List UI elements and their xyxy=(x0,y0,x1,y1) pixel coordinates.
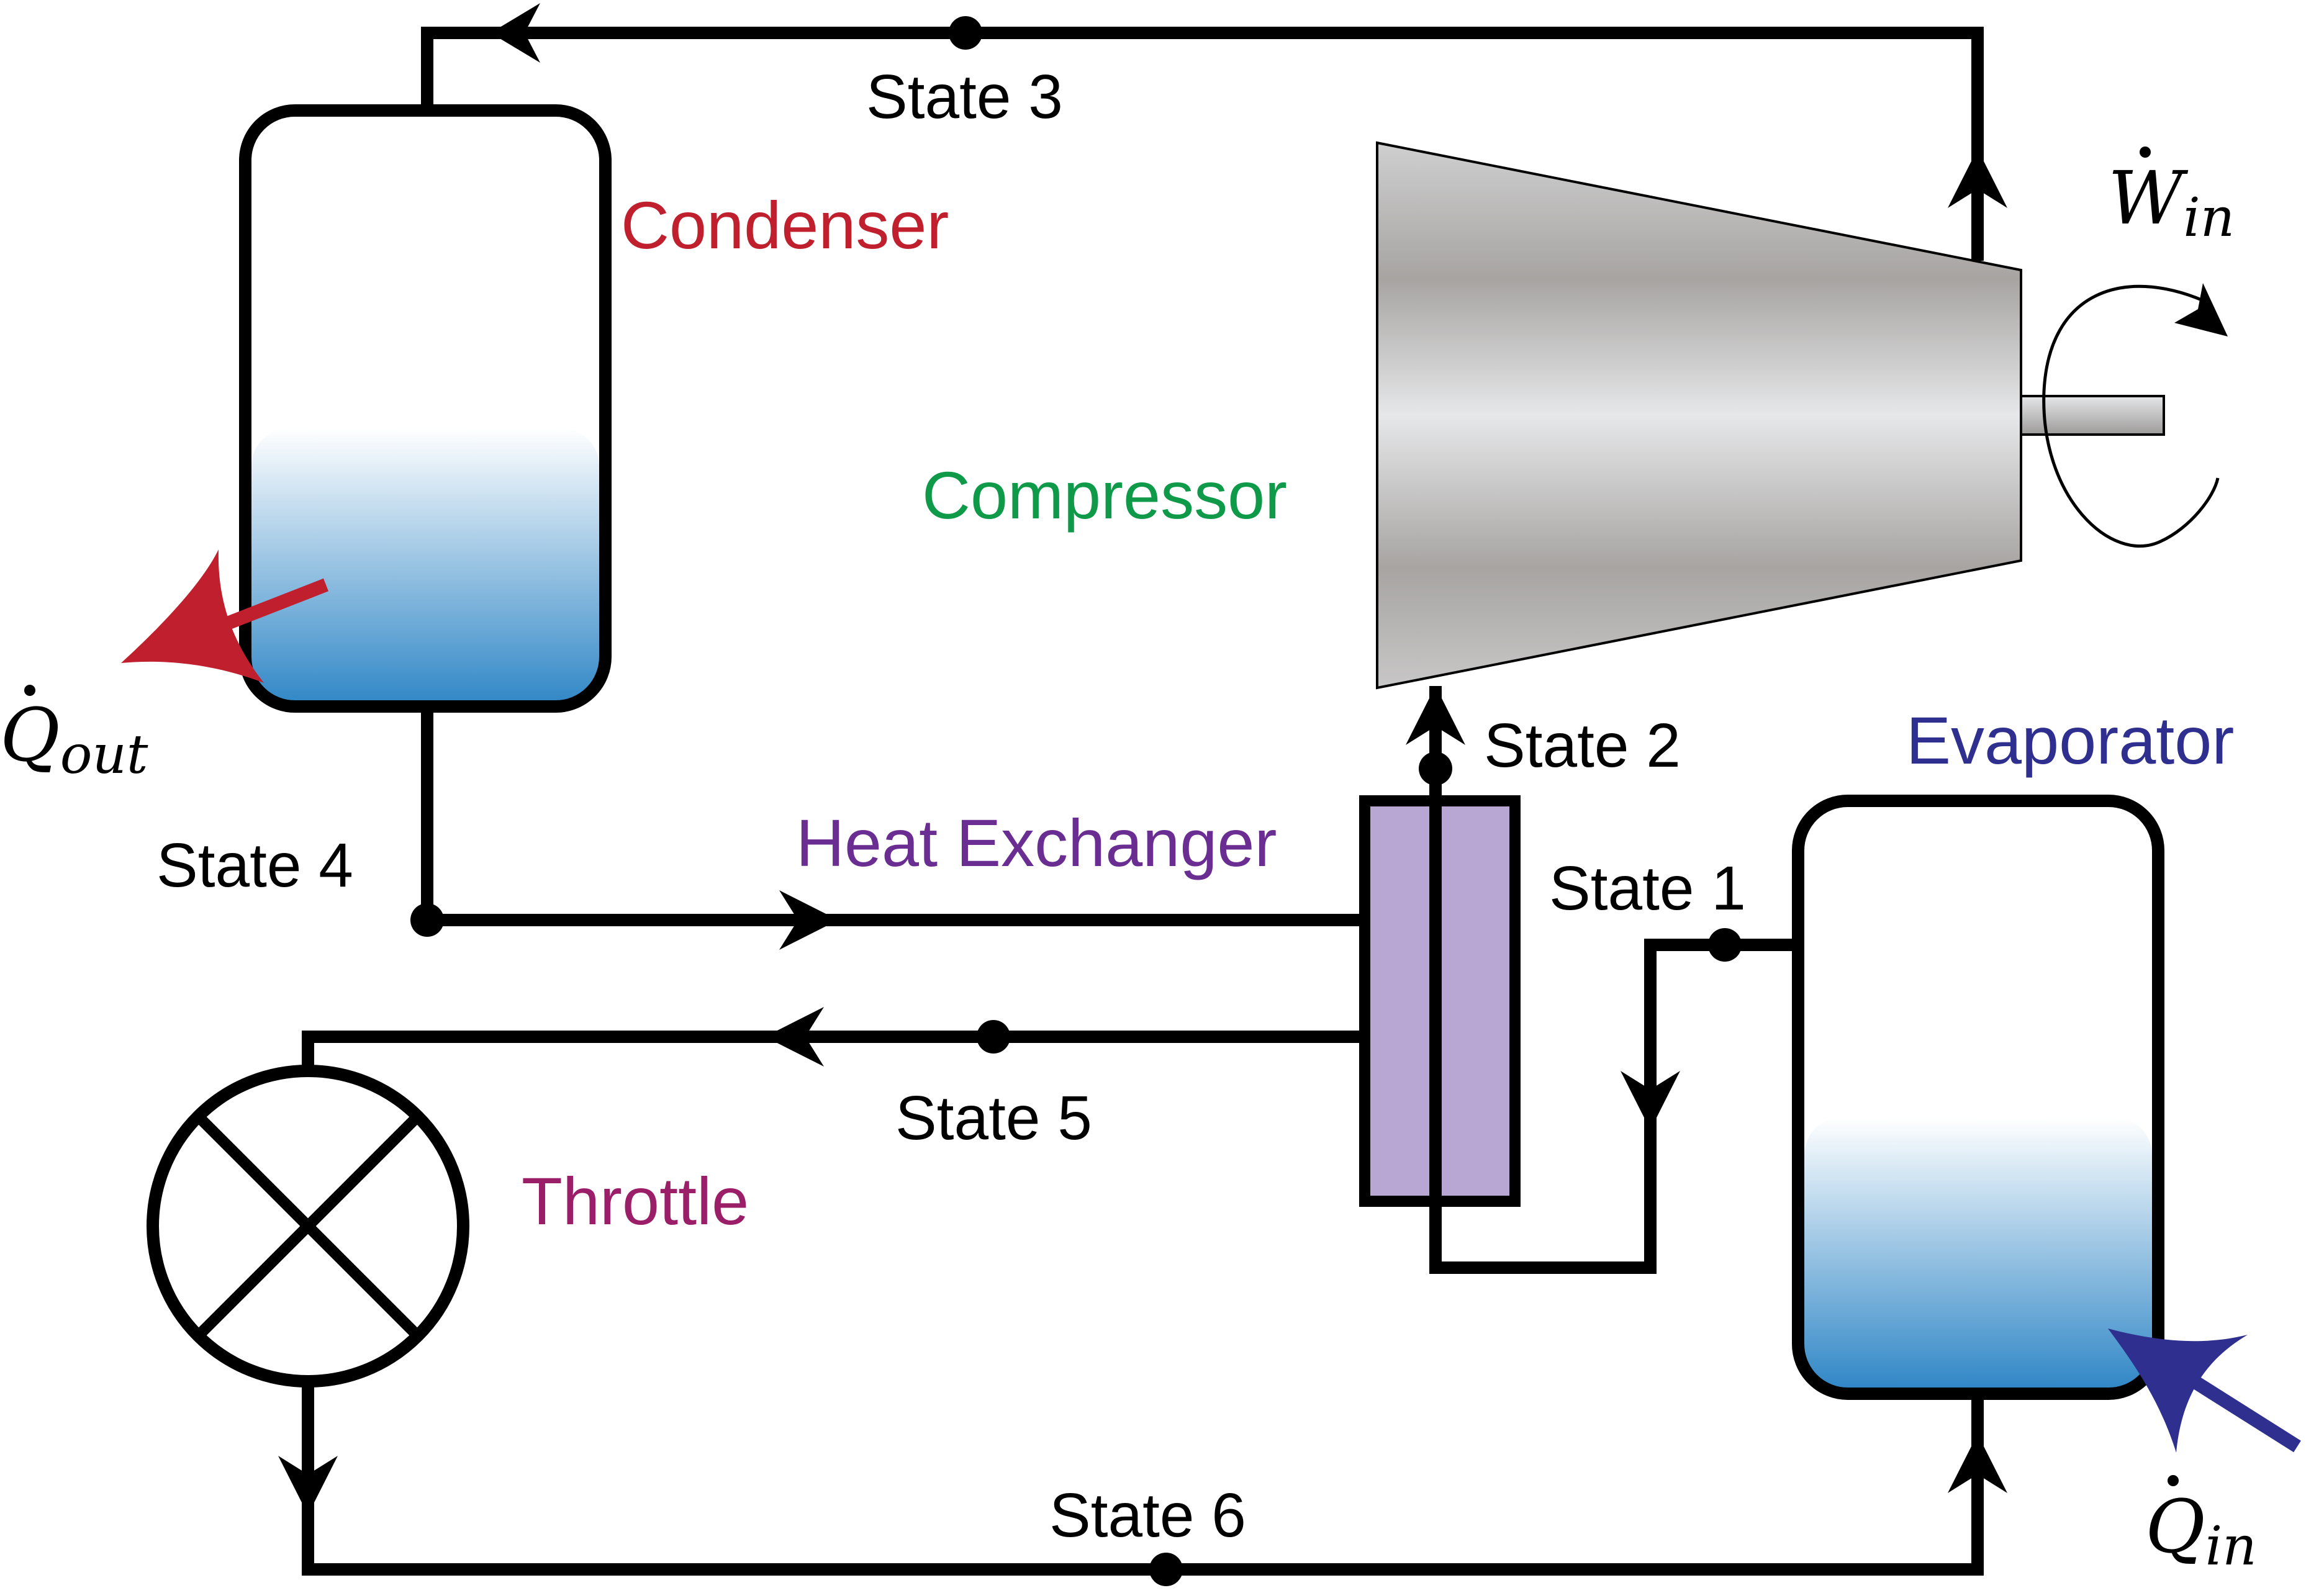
q-out-arrowhead xyxy=(121,549,264,683)
pipe-state-3 xyxy=(421,27,1984,261)
arrow-state-4 xyxy=(779,890,838,950)
condenser-vessel xyxy=(239,104,612,713)
compressor-body xyxy=(1376,141,2022,690)
q-in-symbol: Qin xyxy=(2145,1475,2257,1577)
arrow-state-2 xyxy=(1406,686,1465,745)
state-point-5 xyxy=(977,1020,1010,1054)
rotation-arrowhead xyxy=(2174,283,2228,336)
q-out-dot xyxy=(24,685,35,696)
state-6-label: State 6 xyxy=(1049,1481,1246,1550)
compressor xyxy=(1376,141,2228,690)
state-point-2 xyxy=(1419,752,1452,785)
heat-exchanger xyxy=(1359,795,1521,1268)
q-in-arrowhead xyxy=(2108,1329,2248,1453)
svg-text:Qin: Qin xyxy=(2145,1484,2257,1577)
w-in-main: W xyxy=(2108,155,2189,241)
condenser-liquid xyxy=(251,428,599,706)
state-1-label: State 1 xyxy=(1549,854,1746,923)
flow-arrows xyxy=(278,3,2007,1515)
state-3-label: State 3 xyxy=(866,62,1063,132)
w-in-subscript: in xyxy=(2183,187,2235,249)
rotation-arc xyxy=(2042,284,2220,548)
state-points xyxy=(410,16,1742,1586)
arrow-compressor-outlet xyxy=(1948,149,2007,208)
state-2-label: State 2 xyxy=(1484,711,1681,780)
q-in-subscript: in xyxy=(2205,1515,2257,1577)
w-in-dot xyxy=(2140,147,2151,158)
w-in-symbol: Win xyxy=(2108,147,2235,249)
q-out-arrow xyxy=(121,549,329,683)
evaporator-label: Evaporator xyxy=(1906,703,2234,778)
q-in-dot xyxy=(2168,1475,2179,1486)
q-in-main: Q xyxy=(2145,1484,2205,1569)
evaporator-liquid xyxy=(1804,1117,2152,1391)
state-point-3 xyxy=(949,16,982,50)
state-point-6 xyxy=(1149,1553,1183,1586)
heat-exchanger-label: Heat Exchanger xyxy=(796,805,1277,880)
throttle xyxy=(147,1065,469,1388)
q-in-arrow xyxy=(2108,1329,2301,1453)
condenser xyxy=(239,104,612,713)
evaporator-vessel xyxy=(1792,795,2164,1400)
evaporator xyxy=(1792,795,2164,1400)
state-point-4 xyxy=(410,903,444,937)
throttle-label: Throttle xyxy=(522,1163,749,1239)
state-point-1 xyxy=(1708,928,1742,962)
arrow-evaporator-inlet xyxy=(1948,1434,2007,1493)
arrow-state-1 xyxy=(1621,1071,1680,1130)
arrow-state-3 xyxy=(491,3,540,63)
pipe-state-5 xyxy=(302,1031,1365,1071)
svg-text:Win: Win xyxy=(2108,155,2235,249)
q-out-main: Q xyxy=(0,692,60,778)
q-out-subscript: out xyxy=(60,724,148,786)
state-4-label: State 4 xyxy=(156,831,353,900)
condenser-label: Condenser xyxy=(621,187,949,263)
compressor-label: Compressor xyxy=(922,458,1287,533)
svg-text:Qout: Qout xyxy=(0,692,148,786)
state-5-label: State 5 xyxy=(895,1083,1092,1153)
arrow-state-5 xyxy=(765,1007,824,1067)
arrow-throttle-outlet xyxy=(278,1456,338,1515)
q-out-symbol: Qout xyxy=(0,685,148,786)
